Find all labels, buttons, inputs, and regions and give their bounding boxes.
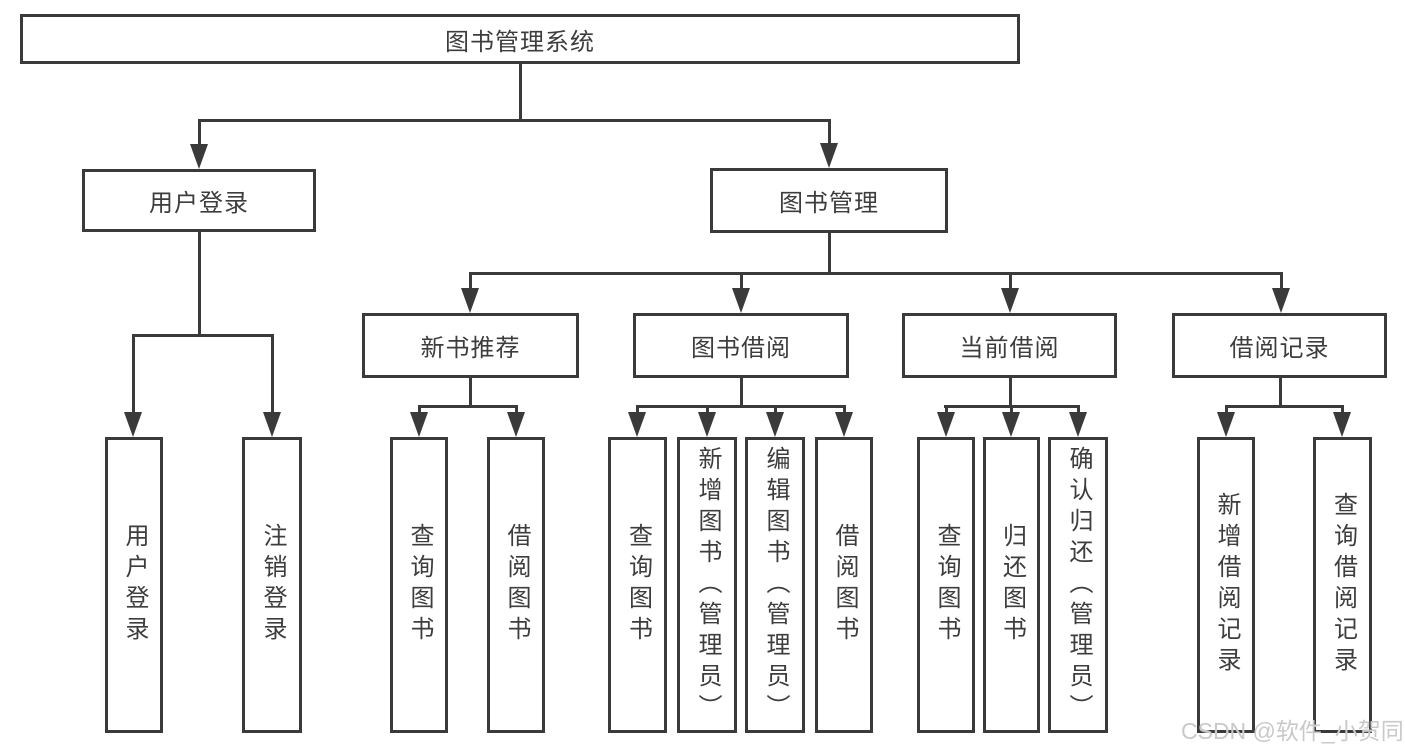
connector-current-borrowing-branch: [944, 405, 1080, 408]
connector-root-stem: [519, 64, 522, 121]
connector-new-book-recommend-branch: [418, 405, 518, 408]
leaf-query-books-2: 查询图书: [608, 437, 667, 733]
arrow-to-new-book-recommend: [461, 274, 479, 313]
arrow-to-leaf-add-book-admin: [698, 407, 716, 437]
arrow-to-leaf-query-books-2: [628, 407, 646, 437]
leaf-logout-login: 注销登录: [242, 437, 302, 733]
node-new-book-recommend-label: 新书推荐: [420, 335, 521, 362]
leaf-edit-book-admin: 编辑图书（管理员）: [745, 437, 805, 733]
arrow-to-user-login: [190, 120, 208, 169]
connector-book-borrowing-branch: [636, 405, 846, 408]
arrow-to-book-borrowing: [732, 274, 750, 313]
leaf-query-borrow-record-label: 查询借阅记录: [1329, 492, 1357, 678]
leaf-borrow-books-2-label: 借阅图书: [831, 523, 858, 647]
leaf-user-login-label: 用户登录: [121, 523, 148, 647]
arrow-to-leaf-add-borrow-record: [1217, 407, 1235, 437]
leaf-logout-login-label: 注销登录: [259, 523, 286, 647]
arrow-to-leaf-return-books: [1002, 407, 1020, 437]
arrow-to-leaf-query-books-3: [937, 407, 955, 437]
connector-root-branch: [198, 119, 831, 122]
leaf-add-borrow-record: 新增借阅记录: [1197, 437, 1255, 733]
arrow-to-leaf-borrow-books-2: [835, 407, 853, 437]
connector-book-management-branch: [469, 272, 1283, 275]
arrow-to-leaf-logout: [263, 336, 281, 437]
leaf-add-book-admin: 新增图书（管理员）: [677, 437, 737, 733]
arrow-to-borrowing-records: [1272, 274, 1290, 313]
arrow-to-leaf-edit-book-admin: [766, 407, 784, 437]
leaf-query-books-2-label: 查询图书: [624, 523, 652, 647]
leaf-confirm-return-admin-label: 确认归还（管理员）: [1065, 445, 1092, 725]
arrow-to-current-borrowing: [1001, 274, 1019, 313]
connector-user-login-stem: [198, 232, 201, 336]
node-user-login-label: 用户登录: [149, 190, 249, 217]
leaf-add-borrow-record-label: 新增借阅记录: [1213, 492, 1240, 678]
arrow-to-book-management: [820, 120, 838, 168]
connector-user-login-branch: [132, 334, 274, 337]
node-current-borrowing-label: 当前借阅: [959, 335, 1060, 362]
node-book-management-system-label: 图书管理系统: [445, 28, 595, 56]
connector-new-book-recommend-stem: [469, 378, 472, 407]
node-book-management-label: 图书管理: [779, 190, 879, 217]
arrow-to-leaf-borrow-books-1: [507, 407, 525, 437]
leaf-user-login: 用户登录: [105, 437, 163, 733]
leaf-return-books-label: 归还图书: [998, 523, 1026, 647]
leaf-return-books: 归还图书: [983, 437, 1040, 733]
connector-book-borrowing-stem: [740, 378, 743, 407]
node-book-borrowing: 图书借阅: [633, 313, 849, 378]
leaf-borrow-books-1-label: 借阅图书: [503, 523, 530, 647]
arrow-to-leaf-query-books-1: [410, 407, 428, 437]
leaf-borrow-books-1: 借阅图书: [487, 437, 545, 733]
connector-borrowing-records-branch: [1225, 405, 1344, 408]
leaf-add-book-admin-label: 新增图书（管理员）: [694, 445, 721, 725]
arrow-to-leaf-user-login: [124, 336, 142, 437]
leaf-confirm-return-admin: 确认归还（管理员）: [1048, 437, 1108, 733]
leaf-query-books-1: 查询图书: [390, 437, 448, 733]
connector-book-management-stem: [828, 233, 831, 274]
node-current-borrowing: 当前借阅: [902, 313, 1117, 378]
node-borrowing-records-label: 借阅记录: [1229, 335, 1330, 362]
csdn-watermark: CSDN @软件_小贺同学: [1181, 718, 1405, 744]
leaf-edit-book-admin-label: 编辑图书（管理员）: [762, 445, 789, 725]
node-new-book-recommend: 新书推荐: [362, 313, 579, 378]
leaf-query-borrow-record: 查询借阅记录: [1313, 437, 1372, 733]
node-book-management: 图书管理: [710, 168, 948, 233]
leaf-query-books-3: 查询图书: [917, 437, 975, 733]
arrow-to-leaf-query-borrow-record: [1333, 407, 1351, 437]
arrow-to-leaf-confirm-return-admin: [1069, 407, 1087, 437]
leaf-query-books-3-label: 查询图书: [933, 523, 960, 647]
connector-borrowing-records-stem: [1279, 378, 1282, 407]
node-user-login: 用户登录: [82, 169, 316, 232]
node-borrowing-records: 借阅记录: [1172, 313, 1387, 378]
connector-current-borrowing-stem: [1009, 378, 1012, 407]
leaf-borrow-books-2: 借阅图书: [815, 437, 873, 733]
leaf-query-books-1-label: 查询图书: [406, 523, 433, 647]
node-book-management-system: 图书管理系统: [20, 14, 1020, 64]
node-book-borrowing-label: 图书借阅: [691, 335, 791, 362]
